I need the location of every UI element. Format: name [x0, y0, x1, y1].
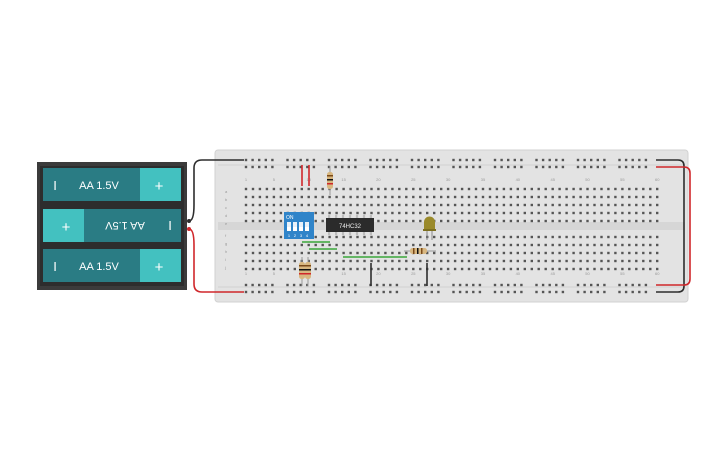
dip-switch-on-label: ON	[286, 215, 294, 221]
column-label: 20	[376, 177, 381, 182]
led[interactable]	[423, 216, 436, 241]
column-label: 40	[516, 271, 521, 276]
row-label-j: j	[224, 265, 226, 270]
dip-toggle-4[interactable]	[305, 222, 309, 231]
minus-sign: I	[53, 178, 57, 193]
plus-sign: +	[155, 259, 164, 276]
battery-plus-terminal	[43, 209, 84, 242]
column-label: 35	[481, 271, 486, 276]
column-label: 35	[481, 177, 486, 182]
column-label: 5	[273, 177, 276, 182]
column-label: 15	[341, 177, 346, 182]
battery-wires[interactable]	[188, 159, 244, 293]
column-label: 30	[446, 177, 451, 182]
plus-sign: +	[155, 178, 164, 195]
row-labels: a b c d e f g h i j	[224, 189, 228, 270]
dip-switch-number: 1	[288, 233, 291, 238]
plus-sign: +	[62, 219, 71, 236]
battery-label: AA 1.5V	[79, 180, 119, 192]
wire-black-right[interactable]	[656, 159, 685, 293]
ic-chip[interactable]: 74HC32	[326, 215, 374, 235]
battery-pack[interactable]: I AA 1.5V + + AA 1.5V I I AA 1.5V +	[37, 162, 191, 290]
dip-switch-number: 3	[300, 233, 303, 238]
row-label-d: d	[225, 213, 227, 218]
row-label-f: f	[225, 233, 227, 238]
battery-label: AA 1.5V	[79, 261, 119, 273]
column-label: 1	[245, 271, 248, 276]
column-label: 50	[585, 177, 590, 182]
column-label: 50	[585, 271, 590, 276]
column-label: 1	[245, 177, 248, 182]
row-label-h: h	[225, 249, 227, 254]
breadboard-center-channel	[218, 222, 685, 230]
wire-red[interactable]	[188, 228, 244, 293]
row-label-g: g	[225, 241, 227, 246]
column-label: 20	[376, 271, 381, 276]
column-label: 60	[655, 271, 660, 276]
resistor-top[interactable]	[327, 166, 333, 195]
wire-black[interactable]	[188, 159, 244, 222]
resistor-bottom-2[interactable]	[305, 257, 311, 286]
column-label: 45	[550, 271, 555, 276]
row-label-b: b	[225, 197, 228, 202]
wire-red-right[interactable]	[656, 166, 691, 286]
resistor-middle[interactable]	[404, 248, 436, 254]
column-label: 45	[550, 177, 555, 182]
breadboard[interactable]: 1155101015152020252530303535404045455050…	[214, 149, 689, 303]
row-label-i: i	[225, 257, 226, 262]
dip-toggle-2[interactable]	[293, 222, 297, 231]
battery-plus-terminal	[140, 168, 181, 201]
column-label: 5	[273, 271, 276, 276]
dip-toggle-3[interactable]	[299, 222, 303, 231]
battery-cell-2[interactable]: + AA 1.5V I	[43, 209, 181, 242]
dip-toggle-1[interactable]	[287, 222, 291, 231]
column-label: 30	[446, 271, 451, 276]
row-label-e: e	[225, 221, 228, 226]
dip-switch-number: 4	[306, 233, 309, 238]
battery-label: AA 1.5V	[104, 219, 144, 231]
green-wires[interactable]	[302, 241, 407, 258]
breadboard-holes[interactable]	[244, 158, 659, 294]
minus-sign: I	[53, 259, 57, 274]
rail-jumpers[interactable]	[656, 159, 691, 293]
column-label: 55	[620, 177, 625, 182]
dip-switch-number: 2	[294, 233, 297, 238]
minus-sign: I	[168, 218, 172, 233]
resistor-bottom-1[interactable]	[299, 257, 305, 286]
battery-plus-terminal	[140, 249, 181, 282]
column-label: 40	[516, 177, 521, 182]
column-label: 15	[341, 271, 346, 276]
row-label-a: a	[225, 189, 228, 194]
battery-cell-3[interactable]: I AA 1.5V +	[43, 249, 181, 282]
dip-switch[interactable]: ON 1 2 3 4	[284, 212, 314, 239]
battery-cell-1[interactable]: I AA 1.5V +	[43, 168, 181, 201]
ic-chip-label: 74HC32	[339, 224, 362, 230]
column-label: 55	[620, 271, 625, 276]
column-label: 25	[411, 271, 416, 276]
row-label-c: c	[225, 205, 227, 210]
column-label: 25	[411, 177, 416, 182]
column-label: 60	[655, 177, 660, 182]
